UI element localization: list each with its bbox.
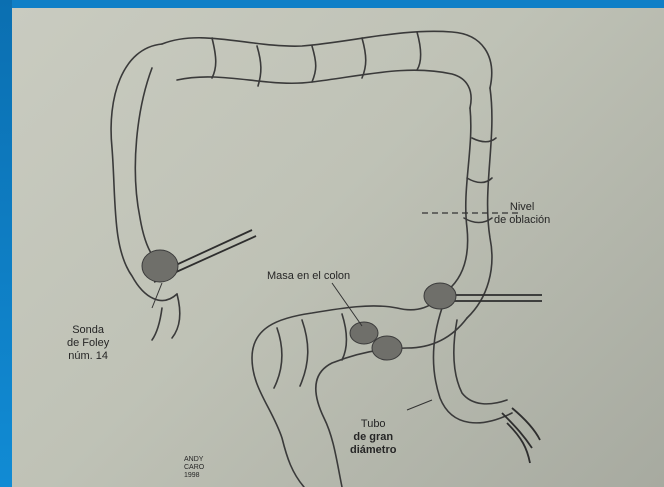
cecum (172, 294, 180, 338)
sonda-label: Sonda de Foley núm. 14 (67, 324, 109, 363)
sigmoid-colon (252, 290, 448, 487)
tubo-line1: Tubo (350, 418, 396, 431)
tubo-leader (407, 400, 432, 410)
sonda-line1: Sonda (67, 324, 109, 337)
sonda-line2: de Foley (67, 337, 109, 350)
colon-mass-sigmoid-2 (372, 336, 402, 360)
nivel-label: Nivel de oblación (494, 201, 550, 227)
slide-edge-strip (0, 0, 12, 487)
colon-mass-right (142, 250, 178, 282)
tubo-line3: diámetro (350, 444, 396, 457)
artist-signature: ANDY CARO 1998 (184, 456, 210, 480)
sonda-leader (152, 283, 162, 308)
masa-leader (332, 283, 362, 326)
masa-label: Masa en el colon (267, 270, 350, 283)
nivel-line1: Nivel (494, 201, 550, 214)
tubo-label: Tubo de gran diámetro (350, 418, 396, 457)
sonda-line3: núm. 14 (67, 350, 109, 363)
colon-mass-sigmoid-1 (350, 322, 378, 344)
tubo-line2: de gran (350, 431, 396, 444)
nivel-line2: de oblación (494, 214, 550, 227)
colon-mass-left (424, 283, 456, 309)
colon-illustration (12, 8, 664, 487)
diagram-paper: Nivel de oblación Masa en el colon Sonda… (12, 8, 664, 487)
large-tube (432, 295, 542, 463)
rectal-segment (433, 308, 512, 423)
